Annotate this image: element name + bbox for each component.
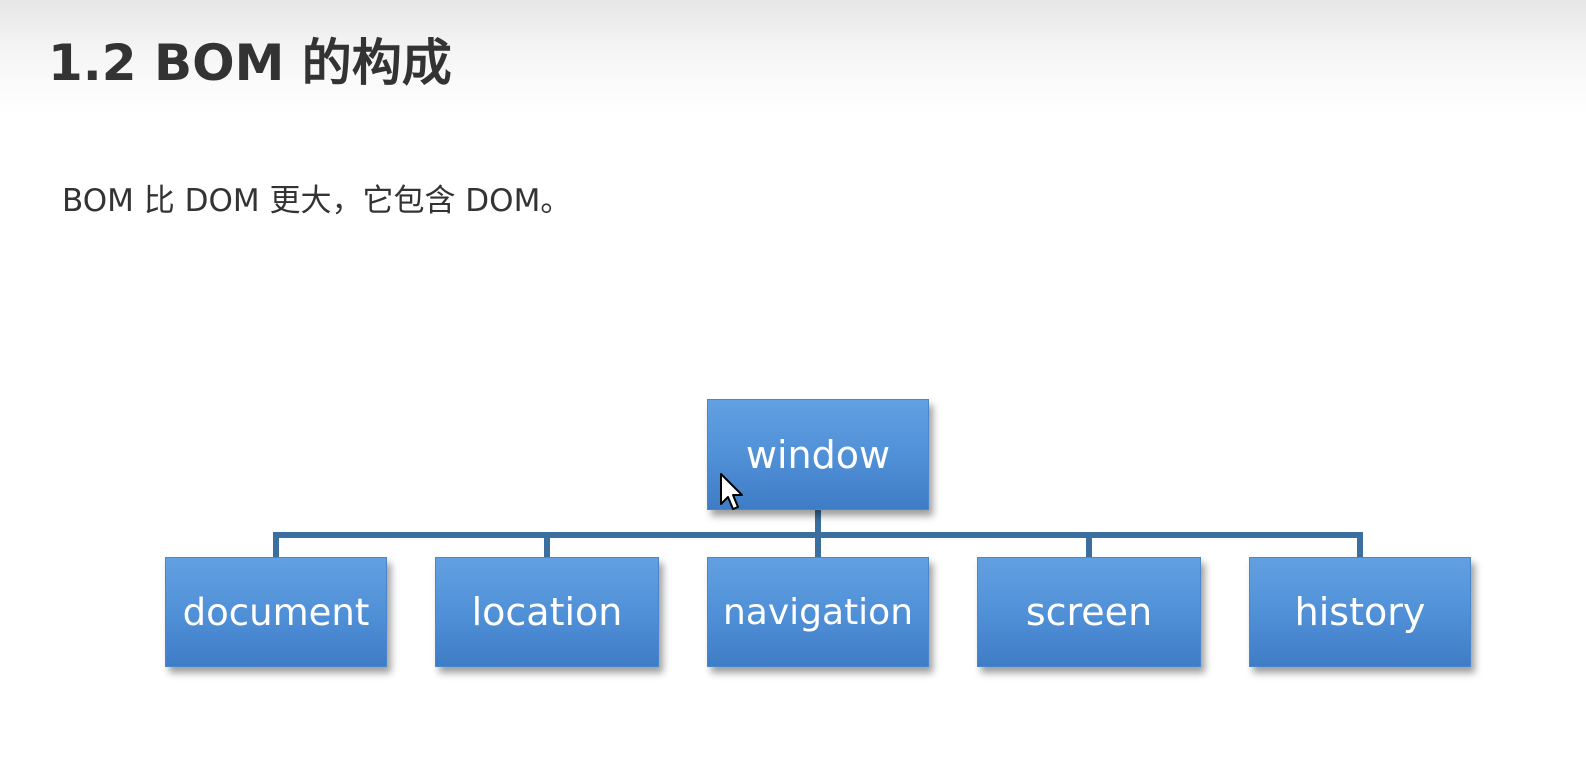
node-navigation: navigation [707, 557, 929, 667]
slide-subtitle: BOM 比 DOM 更大，它包含 DOM。 [62, 183, 572, 219]
node-window-label: window [745, 432, 891, 477]
node-history: history [1249, 557, 1471, 667]
node-document-label: document [182, 590, 370, 634]
node-screen: screen [977, 557, 1201, 667]
node-document: document [165, 557, 387, 667]
node-location-label: location [471, 590, 623, 634]
node-location: location [435, 557, 659, 667]
node-screen-label: screen [1025, 590, 1153, 634]
node-window: window [707, 399, 929, 510]
node-history-label: history [1294, 590, 1426, 634]
node-navigation-label: navigation [722, 591, 914, 633]
slide-title: 1.2 BOM 的构成 [48, 34, 452, 92]
mouse-cursor-icon [720, 473, 743, 510]
